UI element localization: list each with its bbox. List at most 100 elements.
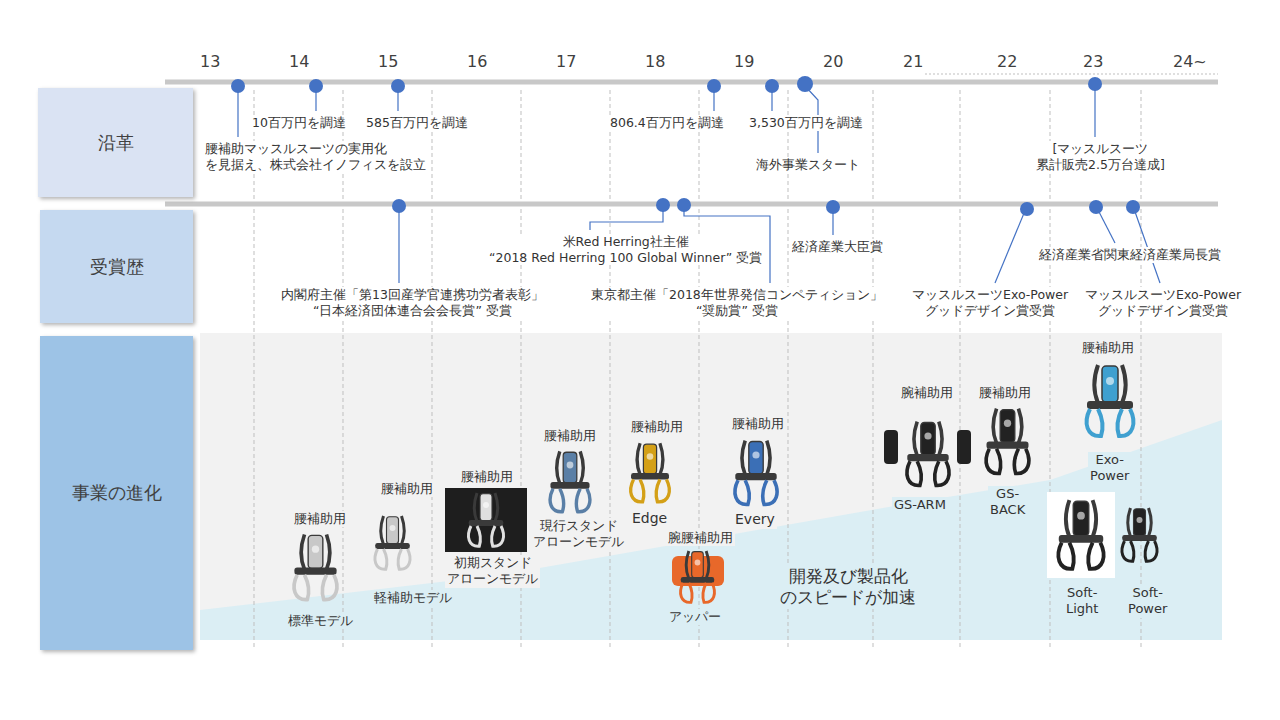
- award-dot: [1020, 202, 1034, 216]
- leader-line: [237, 86, 238, 137]
- gridline: [1141, 90, 1142, 648]
- gridline: [960, 90, 961, 648]
- award-dot: [826, 200, 840, 214]
- product-photo: [375, 516, 410, 569]
- product-photo: [1122, 508, 1157, 561]
- gridline: [432, 90, 433, 648]
- event-dot: [231, 79, 245, 93]
- event-label: 腰補助マッスルスーツの実用化 を見据え、株式会社イノフィスを設立: [203, 141, 428, 172]
- year-label: 18: [643, 52, 667, 72]
- event-dot: [391, 79, 405, 93]
- arm-cuff: [957, 430, 971, 464]
- product-photo: [907, 422, 949, 486]
- event-label: 3,530百万円を調達: [747, 115, 865, 131]
- award-label: 経済産業省関東経済産業局長賞: [1037, 247, 1223, 263]
- product-name: GS-ARM: [892, 497, 948, 513]
- leader-line: [1094, 86, 1095, 137]
- row-title: 事業の進化: [72, 481, 162, 505]
- category-label: 腕補助用: [899, 385, 955, 401]
- award-dot: [677, 198, 691, 212]
- award-leaders: [399, 206, 1160, 283]
- award-label: 内閣府主催「第13回産学官連携功労者表彰」 “日本経済団体連合会会長賞” 受賞: [279, 287, 546, 318]
- year-label: 21: [901, 52, 925, 72]
- award-timeline: [165, 202, 1218, 207]
- leader-line: [590, 206, 663, 230]
- category-label: 腰補助用: [292, 511, 348, 527]
- product-photo: [468, 493, 503, 546]
- product-name: 軽補助モデル: [372, 590, 454, 606]
- year-label: 20: [821, 52, 845, 72]
- row-header: 受賞歴: [40, 210, 193, 323]
- growth-wave: [200, 420, 1222, 640]
- product-name: Edge: [630, 510, 669, 528]
- leader-line: [1133, 206, 1160, 283]
- category-label: 腰補助用: [1080, 340, 1136, 356]
- award-label: 東京都主催「2018年世界発信コンペティション」 “奨励賞” 受賞: [589, 287, 885, 318]
- award-label: マッスルスーツExo-Power グッドデザイン賞受賞: [910, 287, 1070, 318]
- product-photo: [1087, 365, 1134, 436]
- arm-cuff: [884, 430, 898, 464]
- row-title: 受賞歴: [90, 255, 144, 279]
- photo-background: [1047, 492, 1115, 578]
- product-name: アッパー: [667, 609, 723, 625]
- row-title: 沿革: [98, 131, 134, 155]
- trend-note: 開発及び製品化 のスピードが加速: [778, 566, 918, 609]
- product-photo: [681, 551, 715, 603]
- category-label: 腰補助用: [542, 428, 598, 444]
- award-label: 米Red Herring社主催 “2018 Red Herring 100 Gl…: [487, 234, 764, 265]
- event-label: 10百万円を調達: [250, 115, 348, 131]
- category-label: 腰補助用: [629, 419, 685, 435]
- category-label: 腰補助用: [459, 469, 515, 485]
- award-label: マッスルスーツExo-Power グッドデザイン賞受賞: [1083, 287, 1243, 318]
- gridline: [343, 90, 344, 648]
- product-photo: [986, 409, 1029, 474]
- product-name: Soft- Power: [1126, 585, 1169, 618]
- event-label: [マッスルスーツ 累計販売2.5万台達成]: [1034, 141, 1167, 172]
- row-header: 事業の進化: [40, 336, 193, 650]
- product-photo: [550, 451, 590, 511]
- event-dot: [797, 76, 813, 92]
- year-label: 17: [554, 52, 578, 72]
- product-photo: [735, 441, 777, 505]
- category-label: 腰補助用: [730, 416, 786, 432]
- year-label: 13: [198, 52, 222, 72]
- award-dot: [392, 199, 406, 213]
- product-photo: [1058, 500, 1103, 569]
- row-header: 沿革: [38, 88, 193, 197]
- product-name: GS- BACK: [988, 486, 1027, 519]
- year-label: 23: [1081, 52, 1105, 72]
- product-name: 標準モデル: [286, 613, 355, 629]
- year-label: 22: [995, 52, 1019, 72]
- category-label: 腰補助用: [379, 481, 435, 497]
- gridline: [873, 90, 874, 648]
- event-label: 806.4百万円を調達: [608, 115, 726, 131]
- product-name: Exo- Power: [1088, 452, 1131, 485]
- year-label: 24~: [1171, 52, 1209, 72]
- award-dot: [1089, 200, 1103, 214]
- product-photo: [631, 443, 670, 502]
- gridline: [610, 90, 611, 648]
- category-label: 腕腰補助用: [666, 530, 735, 546]
- year-label: 14: [287, 52, 311, 72]
- dotted-guide: [925, 74, 1218, 75]
- year-label: 15: [376, 52, 400, 72]
- product-photo: [294, 535, 337, 600]
- year-label: 16: [465, 52, 489, 72]
- award-label: 経済産業大臣賞: [790, 239, 885, 255]
- event-label: 585百万円を調達: [364, 115, 470, 131]
- product-name: Soft- Light: [1064, 585, 1100, 618]
- event-dot: [1088, 77, 1102, 91]
- product-name: Every: [733, 511, 777, 529]
- year-label: 19: [732, 52, 756, 72]
- gridline: [788, 90, 789, 648]
- leader-line: [995, 206, 1027, 283]
- award-dot: [656, 198, 670, 212]
- product-name: 現行スタンド アローンモデル: [531, 518, 626, 551]
- product-name: 初期スタンド アローンモデル: [445, 555, 540, 588]
- event-dot: [707, 79, 721, 93]
- event-dot: [765, 79, 779, 93]
- gridline: [254, 90, 255, 648]
- event-dot: [309, 79, 323, 93]
- history-timeline: [165, 80, 1218, 85]
